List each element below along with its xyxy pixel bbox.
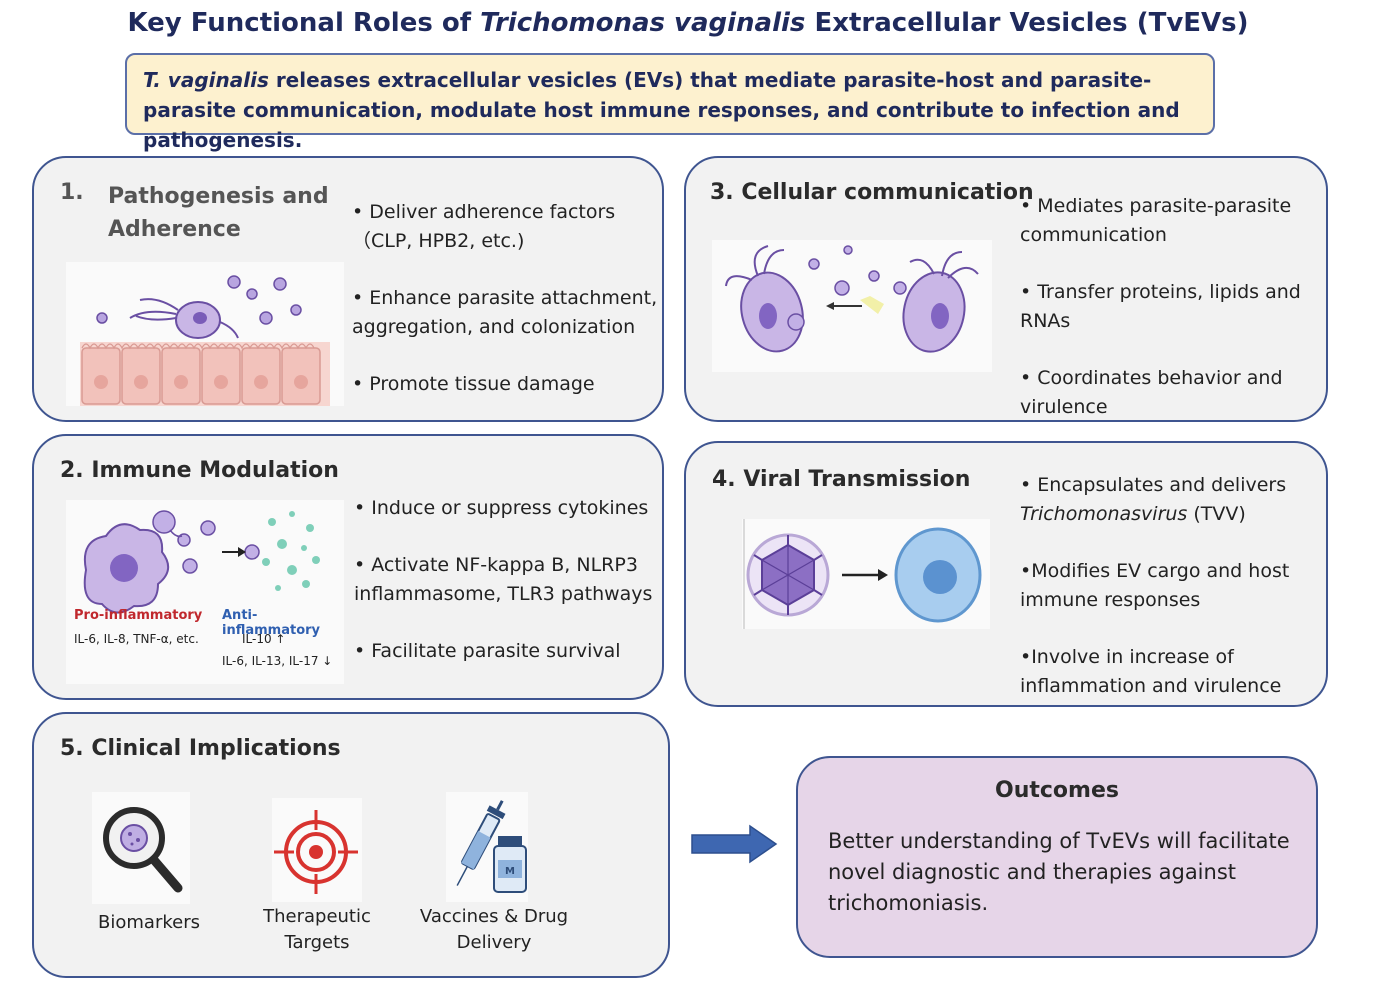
svg-text:M: M xyxy=(505,866,515,877)
panel1-bullets: • Deliver adherence factors （CLP, HPB2, … xyxy=(352,198,662,399)
panel4-bullet-2: •Modifies EV cargo and host xyxy=(1020,560,1290,582)
anti-inflammatory-down: IL-6, IL-13, IL-17 ↓ xyxy=(222,654,333,668)
therapeutic-label-line2: Targets xyxy=(284,932,350,953)
right-arrow-icon xyxy=(690,824,780,864)
panel-pathogenesis: 1. Pathogenesis and Adherence xyxy=(32,156,664,422)
panel4-bullets: • Encapsulates and delivers Trichomonasv… xyxy=(1020,471,1326,701)
panel-viral-transmission: 4. Viral Transmission • Encapsulates and… xyxy=(684,441,1328,707)
panel-immune-modulation: 2. Immune Modulation Pro-inflammatory IL… xyxy=(32,434,664,700)
pro-inflammatory-label: Pro-inflammatory xyxy=(74,608,203,623)
panel3-bullet-2: • Transfer proteins, lipids and xyxy=(1020,281,1301,303)
panel1-title: Pathogenesis and Adherence xyxy=(108,180,329,246)
therapeutic-label-line1: Therapeutic xyxy=(263,906,371,927)
tvv-abbrev: (TVV) xyxy=(1187,503,1246,525)
intro-text: releases extracellular vesicles (EVs) th… xyxy=(143,68,1180,152)
panel1-bullet-1: • Deliver adherence factors xyxy=(352,201,616,223)
pro-inflammatory-list: IL-6, IL-8, TNF-α, etc. xyxy=(74,632,199,646)
title-prefix: Key Functional Roles of xyxy=(127,8,481,38)
vaccines-delivery-label: Vaccines & Drug Delivery xyxy=(408,904,580,956)
panel4-title: 4. Viral Transmission xyxy=(712,467,971,492)
panel3-bullet-2b: RNAs xyxy=(1020,310,1071,332)
therapeutic-targets-label: Therapeutic Targets xyxy=(242,904,392,956)
panel3-title: 3. Cellular communication xyxy=(710,180,1034,205)
syringe-vial-icon: M xyxy=(446,792,528,902)
panel1-bullet-2b: aggregation, and colonization xyxy=(352,316,636,338)
panel4-bullet-3: •Involve in increase of xyxy=(1020,646,1234,668)
panel-clinical-implications: 5. Clinical Implications Biomarkers Ther… xyxy=(32,712,670,978)
adherence-illustration xyxy=(66,262,344,406)
anti-inflammatory-up: IL-10 ↑ xyxy=(242,632,286,646)
panel2-bullets: • Induce or suppress cytokines • Activat… xyxy=(354,494,664,666)
panel2-bullet-1: • Induce or suppress cytokines xyxy=(354,497,649,519)
tvv-italic: Trichomonasvirus xyxy=(1020,503,1188,525)
title-suffix: Extracellular Vesicles (TvEVs) xyxy=(805,8,1249,38)
intro-species: T. vaginalis xyxy=(143,68,269,92)
panel3-bullet-1b: communication xyxy=(1020,224,1167,246)
panel4-bullet-1b: Trichomonasvirus (TVV) xyxy=(1020,500,1326,529)
panel4-bullet-1: • Encapsulates and delivers xyxy=(1020,474,1287,496)
target-icon xyxy=(272,798,362,902)
panel4-bullet-2b: immune responses xyxy=(1020,589,1201,611)
panel4-bullet-3b: inflammation and virulence xyxy=(1020,675,1282,697)
panel5-title: 5. Clinical Implications xyxy=(60,736,341,761)
outcomes-title: Outcomes xyxy=(995,778,1119,803)
vaccines-label-line2: Delivery xyxy=(456,932,532,953)
panel1-title-line1: Pathogenesis and xyxy=(108,184,329,209)
viral-illustration xyxy=(742,519,990,629)
panel3-bullet-1: • Mediates parasite-parasite xyxy=(1020,195,1292,217)
panel1-bullet-1b: （CLP, HPB2, etc.) xyxy=(352,230,525,252)
panel1-number: 1. xyxy=(60,180,84,205)
immune-illustration: Pro-inflammatory IL-6, IL-8, TNF-α, etc.… xyxy=(66,500,344,684)
outcomes-box: Outcomes Better understanding of TvEVs w… xyxy=(796,756,1318,958)
panel3-bullet-3: • Coordinates behavior and xyxy=(1020,367,1283,389)
biomarkers-label: Biomarkers xyxy=(98,912,200,933)
panel2-bullet-2: • Activate NF-kappa B, NLRP3 xyxy=(354,554,638,576)
panel3-bullet-3b: virulence xyxy=(1020,396,1108,418)
panel1-title-line2: Adherence xyxy=(108,217,241,242)
panel1-bullet-2: • Enhance parasite attachment, xyxy=(352,287,658,309)
panel3-bullets: • Mediates parasite-parasite communicati… xyxy=(1020,192,1326,422)
vaccines-label-line1: Vaccines & Drug xyxy=(419,906,569,927)
outcomes-text: Better understanding of TvEVs will facil… xyxy=(828,829,1290,915)
magnifier-icon xyxy=(92,792,190,904)
page-title: Key Functional Roles of Trichomonas vagi… xyxy=(0,8,1376,38)
panel1-bullet-3: • Promote tissue damage xyxy=(352,373,595,395)
panel-cellular-communication: 3. Cellular communication • Mediates par… xyxy=(684,156,1328,422)
panel2-bullet-2b: inflammasome, TLR3 pathways xyxy=(354,583,653,605)
panel2-bullet-3: • Facilitate parasite survival xyxy=(354,640,621,662)
anti-inflammatory-label: Anti-inflammatory xyxy=(222,608,321,638)
title-species: Trichomonas vaginalis xyxy=(480,8,806,38)
panel2-title: 2. Immune Modulation xyxy=(60,458,339,483)
intro-box: T. vaginalis releases extracellular vesi… xyxy=(125,53,1215,152)
communication-illustration xyxy=(712,240,992,372)
